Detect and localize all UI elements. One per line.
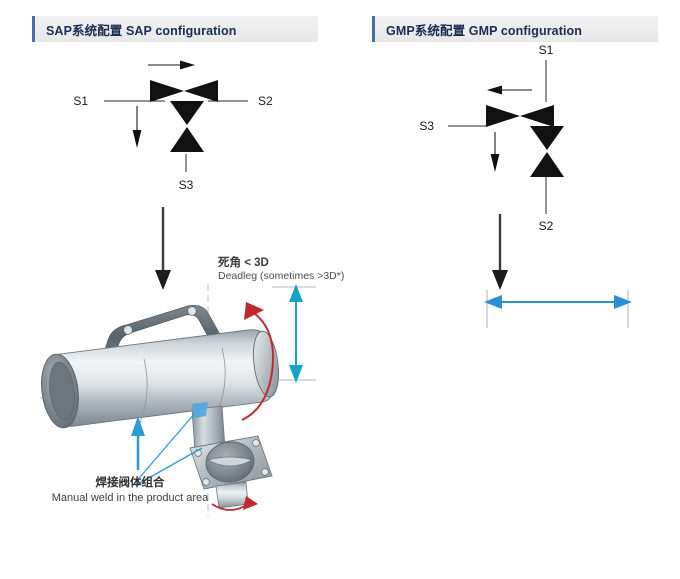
schematic-gmp-flow-arrow-horizontal bbox=[487, 85, 532, 95]
artwork-sap-blue-up-arrow bbox=[131, 416, 145, 470]
dimension-gmp-extension-lines bbox=[486, 290, 629, 328]
artwork-sap-bracket-hole-1 bbox=[123, 325, 133, 335]
artwork-sap-outlet-stub bbox=[215, 481, 249, 509]
dimension-sap-arrowhead-top bbox=[289, 284, 303, 302]
dimension-sap-extension-lines bbox=[272, 286, 316, 381]
transition-arrow-gmp bbox=[492, 214, 508, 290]
artwork-sap-lower-valve bbox=[189, 435, 273, 509]
panel-gmp: GMP系统配置 GMP configuration bbox=[340, 0, 680, 579]
artwork-sap-rotation-arrow-top bbox=[241, 309, 274, 421]
dimension-sap bbox=[270, 282, 328, 388]
dimension-sap-arrowhead-bottom bbox=[289, 365, 303, 383]
artwork-sap-rotation-arrowhead-bottom bbox=[243, 496, 258, 510]
artwork-sap-leader-lines bbox=[133, 411, 203, 485]
deadleg-callout-sap-cn: 死角 < 3D bbox=[218, 257, 269, 269]
header-gmp: GMP系统配置 GMP configuration bbox=[372, 16, 658, 42]
artwork-sap-body-seams bbox=[139, 347, 226, 424]
dimension-gmp-arrowhead-left bbox=[484, 295, 502, 309]
artwork-sap bbox=[26, 280, 326, 520]
artwork-sap-rotation-arrowhead-top bbox=[244, 302, 264, 320]
schematic-sap-flow-arrow-vertical bbox=[132, 106, 142, 148]
header-sap-title: SAP系统配置 SAP configuration bbox=[46, 23, 237, 38]
schematic-sap-valve-vertical bbox=[170, 101, 204, 152]
deadleg-callout-sap-en: Deadleg (sometimes >3D*) bbox=[218, 270, 345, 283]
schematic-sap-label-s3: S3 bbox=[179, 178, 194, 192]
schematic-gmp-label-s2: S2 bbox=[539, 219, 554, 233]
weld-caption-sap: 焊接阀体组合 Manual weld in the product area bbox=[45, 476, 215, 505]
schematic-gmp-port-lines bbox=[448, 60, 547, 214]
schematic-gmp-valve-horizontal bbox=[486, 105, 554, 127]
artwork-sap-left-bore-inner bbox=[49, 361, 75, 421]
weld-caption-sap-en: Manual weld in the product area bbox=[51, 491, 209, 504]
artwork-sap-flange-hole-2 bbox=[252, 439, 260, 447]
artwork-sap-flange-hole-3 bbox=[202, 478, 210, 486]
schematic-sap-label-s1: S1 bbox=[73, 94, 88, 108]
weld-caption-sap-cn: 焊接阀体组合 bbox=[95, 477, 165, 489]
schematic-gmp: S1 S3 S2 bbox=[340, 43, 680, 290]
dimension-gmp bbox=[480, 286, 640, 330]
artwork-sap-flange-hole-4 bbox=[261, 468, 269, 476]
header-gmp-title: GMP系统配置 GMP configuration bbox=[386, 23, 583, 38]
schematic-sap-valve-horizontal bbox=[150, 80, 218, 102]
artwork-sap-bracket-hole-2 bbox=[187, 306, 197, 316]
schematic-sap-flow-arrow-horizontal bbox=[148, 60, 195, 70]
schematic-gmp-label-s1: S1 bbox=[539, 43, 554, 57]
transition-arrow-sap bbox=[155, 207, 171, 290]
schematic-gmp-label-s3: S3 bbox=[419, 119, 434, 133]
schematic-gmp-valve-vertical bbox=[530, 126, 564, 177]
schematic-sap-label-s2: S2 bbox=[258, 94, 273, 108]
artwork-sap-weld-marker bbox=[192, 402, 208, 418]
deadleg-callout-sap: 死角 < 3D Deadleg (sometimes >3D*) bbox=[218, 256, 344, 284]
panel-sap: SAP系统配置 SAP configuration bbox=[0, 16, 344, 520]
header-sap: SAP系统配置 SAP configuration bbox=[32, 16, 318, 42]
schematic-sap: S1 S2 S3 bbox=[0, 44, 340, 290]
artwork-sap-valve-disc bbox=[207, 456, 253, 467]
dimension-gmp-arrowhead-right bbox=[614, 295, 632, 309]
schematic-gmp-flow-arrow-vertical bbox=[490, 132, 500, 172]
artwork-sap-main-pipe bbox=[54, 329, 273, 427]
schematic-sap-port-lines bbox=[104, 100, 248, 172]
